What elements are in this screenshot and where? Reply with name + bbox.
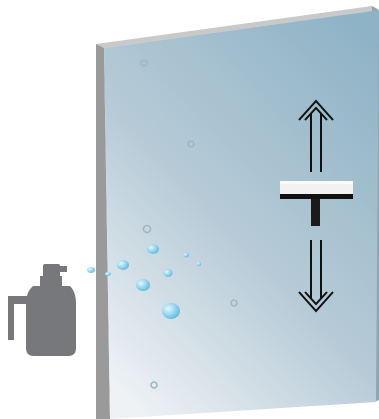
- squeegee-blade-base: [280, 194, 353, 199]
- glass-pane: [96, 6, 379, 419]
- squeegee-handle: [311, 199, 320, 226]
- glass-face: [104, 10, 379, 419]
- squeegee-blade-top: [280, 181, 353, 184]
- spray-bottle-icon: [8, 264, 76, 356]
